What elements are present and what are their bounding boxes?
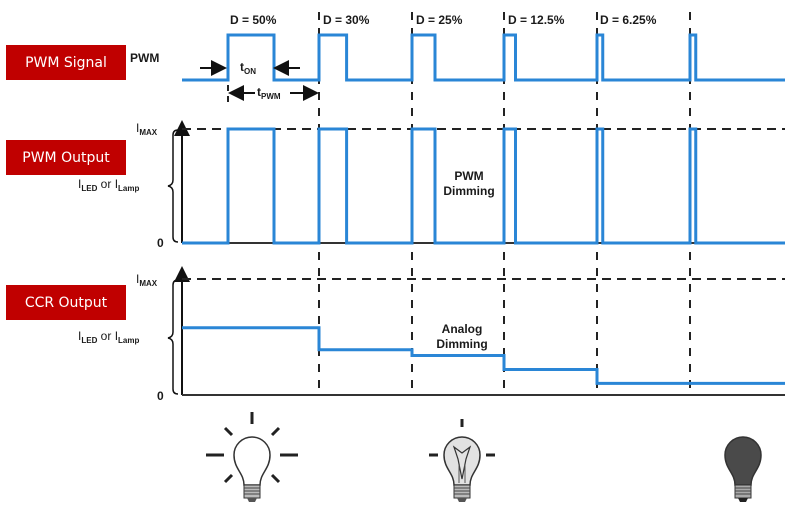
- duty-cycle-label: D = 25%: [416, 13, 463, 27]
- off-bulb-icon: [724, 436, 762, 502]
- pwm-output-panel: IMAX ILED or ILamp 0 PWM Dimming: [78, 120, 785, 250]
- pwm-signal-waveform: [182, 33, 785, 82]
- dim-bulb-icon: [429, 419, 495, 502]
- duty-cycle-labels: D = 50% D = 30% D = 25% D = 12.5% D = 6.25%: [230, 13, 657, 27]
- t-on-label: tON: [240, 60, 256, 76]
- pwm-dimming-line2: Dimming: [443, 184, 494, 198]
- pwm-signal-name: PWM: [130, 51, 159, 65]
- pwm-output-label: PWM Output: [6, 140, 126, 175]
- ccr-output-label: CCR Output: [6, 285, 126, 320]
- ccr-output-panel: IMAX ILED or ILamp 0 Analog Dimming: [78, 266, 785, 403]
- ccr-output-brace: [167, 279, 179, 395]
- ccr-output-zero-label: 0: [157, 389, 164, 403]
- pwm-output-brace: [167, 129, 179, 243]
- analog-dimming-line1: Analog: [442, 322, 483, 336]
- pwm-signal-label: PWM Signal: [6, 45, 126, 80]
- analog-dimming-line2: Dimming: [436, 337, 487, 351]
- duty-cycle-label: D = 6.25%: [600, 13, 657, 27]
- pwm-output-iled-label: ILED or ILamp: [78, 177, 139, 193]
- pwm-output-imax-label: IMAX: [136, 121, 158, 137]
- ccr-output-imax-label: IMAX: [136, 272, 158, 288]
- duty-cycle-label: D = 30%: [323, 13, 370, 27]
- ccr-output-iled-label: ILED or ILamp: [78, 329, 139, 345]
- ccr-output-waveform: [182, 326, 785, 385]
- pwm-dimming-line1: PWM: [454, 169, 483, 183]
- duty-cycle-label: D = 50%: [230, 13, 277, 27]
- t-pwm-label: tPWM: [257, 85, 281, 101]
- pwm-output-zero-label: 0: [157, 236, 164, 250]
- duty-cycle-label: D = 12.5%: [508, 13, 565, 27]
- pwm-output-waveform: [182, 127, 785, 245]
- bright-bulb-icon: [206, 412, 298, 502]
